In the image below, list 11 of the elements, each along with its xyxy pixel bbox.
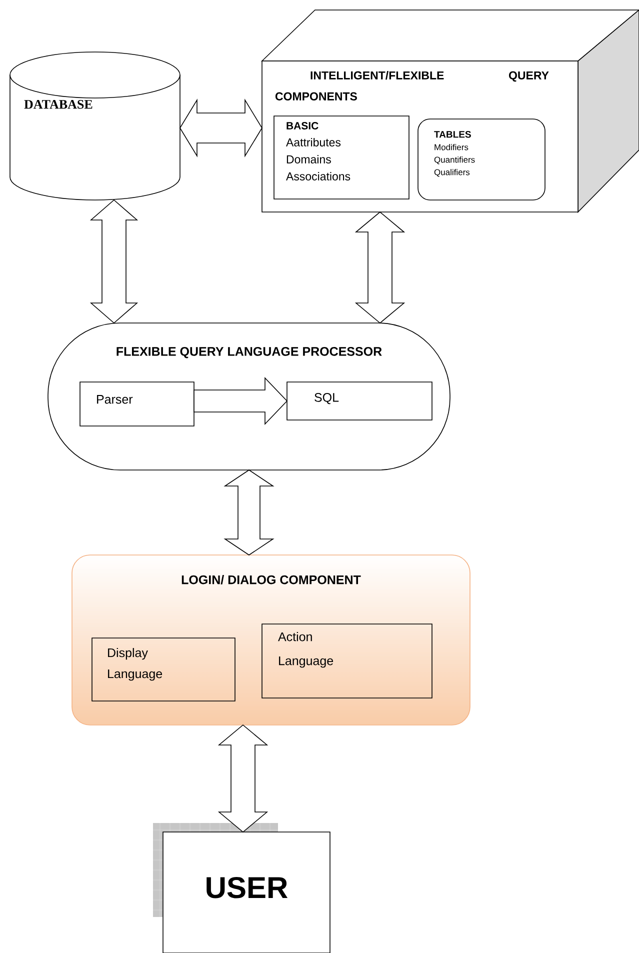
block-arrow <box>180 98 262 158</box>
process-box: SQL <box>286 382 432 420</box>
database-cylinder: DATABASE <box>10 52 180 200</box>
rounded-box: TABLES Modifiers Quantifiers Qualifiers <box>418 118 546 200</box>
process-box: Parser <box>80 382 194 426</box>
user-box: USER <box>152 822 330 953</box>
process-box: BASIC Aattributes Domains Associations <box>274 116 410 200</box>
process-box: Action Language <box>262 624 432 698</box>
process-box: Display Language <box>92 638 236 702</box>
block-arrow <box>224 470 274 556</box>
block-arrow <box>194 377 288 425</box>
